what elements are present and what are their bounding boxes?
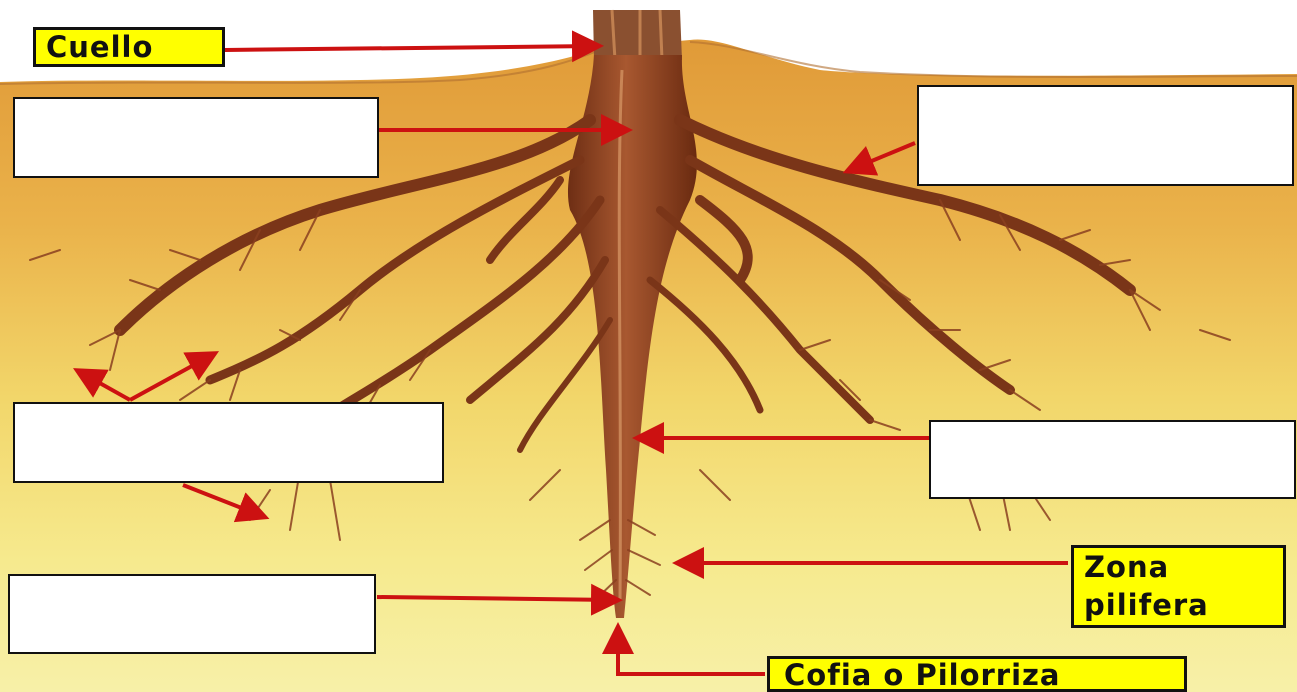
- blank-label-box-2[interactable]: [917, 85, 1294, 186]
- stem: [593, 10, 682, 60]
- blank-label-box-4[interactable]: [929, 420, 1296, 499]
- blank-label-box-5[interactable]: [8, 574, 376, 654]
- label-zona-line2: pilifera: [1084, 586, 1283, 624]
- arrow-cuello: [225, 46, 596, 50]
- label-cofia-pilorriza: Cofia o Pilorriza: [767, 656, 1187, 692]
- label-zona-pilifera: Zona pilifera: [1071, 545, 1286, 628]
- label-cuello: Cuello: [33, 27, 225, 67]
- blank-label-box-3[interactable]: [13, 402, 444, 483]
- blank-label-box-1[interactable]: [13, 97, 379, 178]
- label-zona-line1: Zona: [1084, 548, 1283, 586]
